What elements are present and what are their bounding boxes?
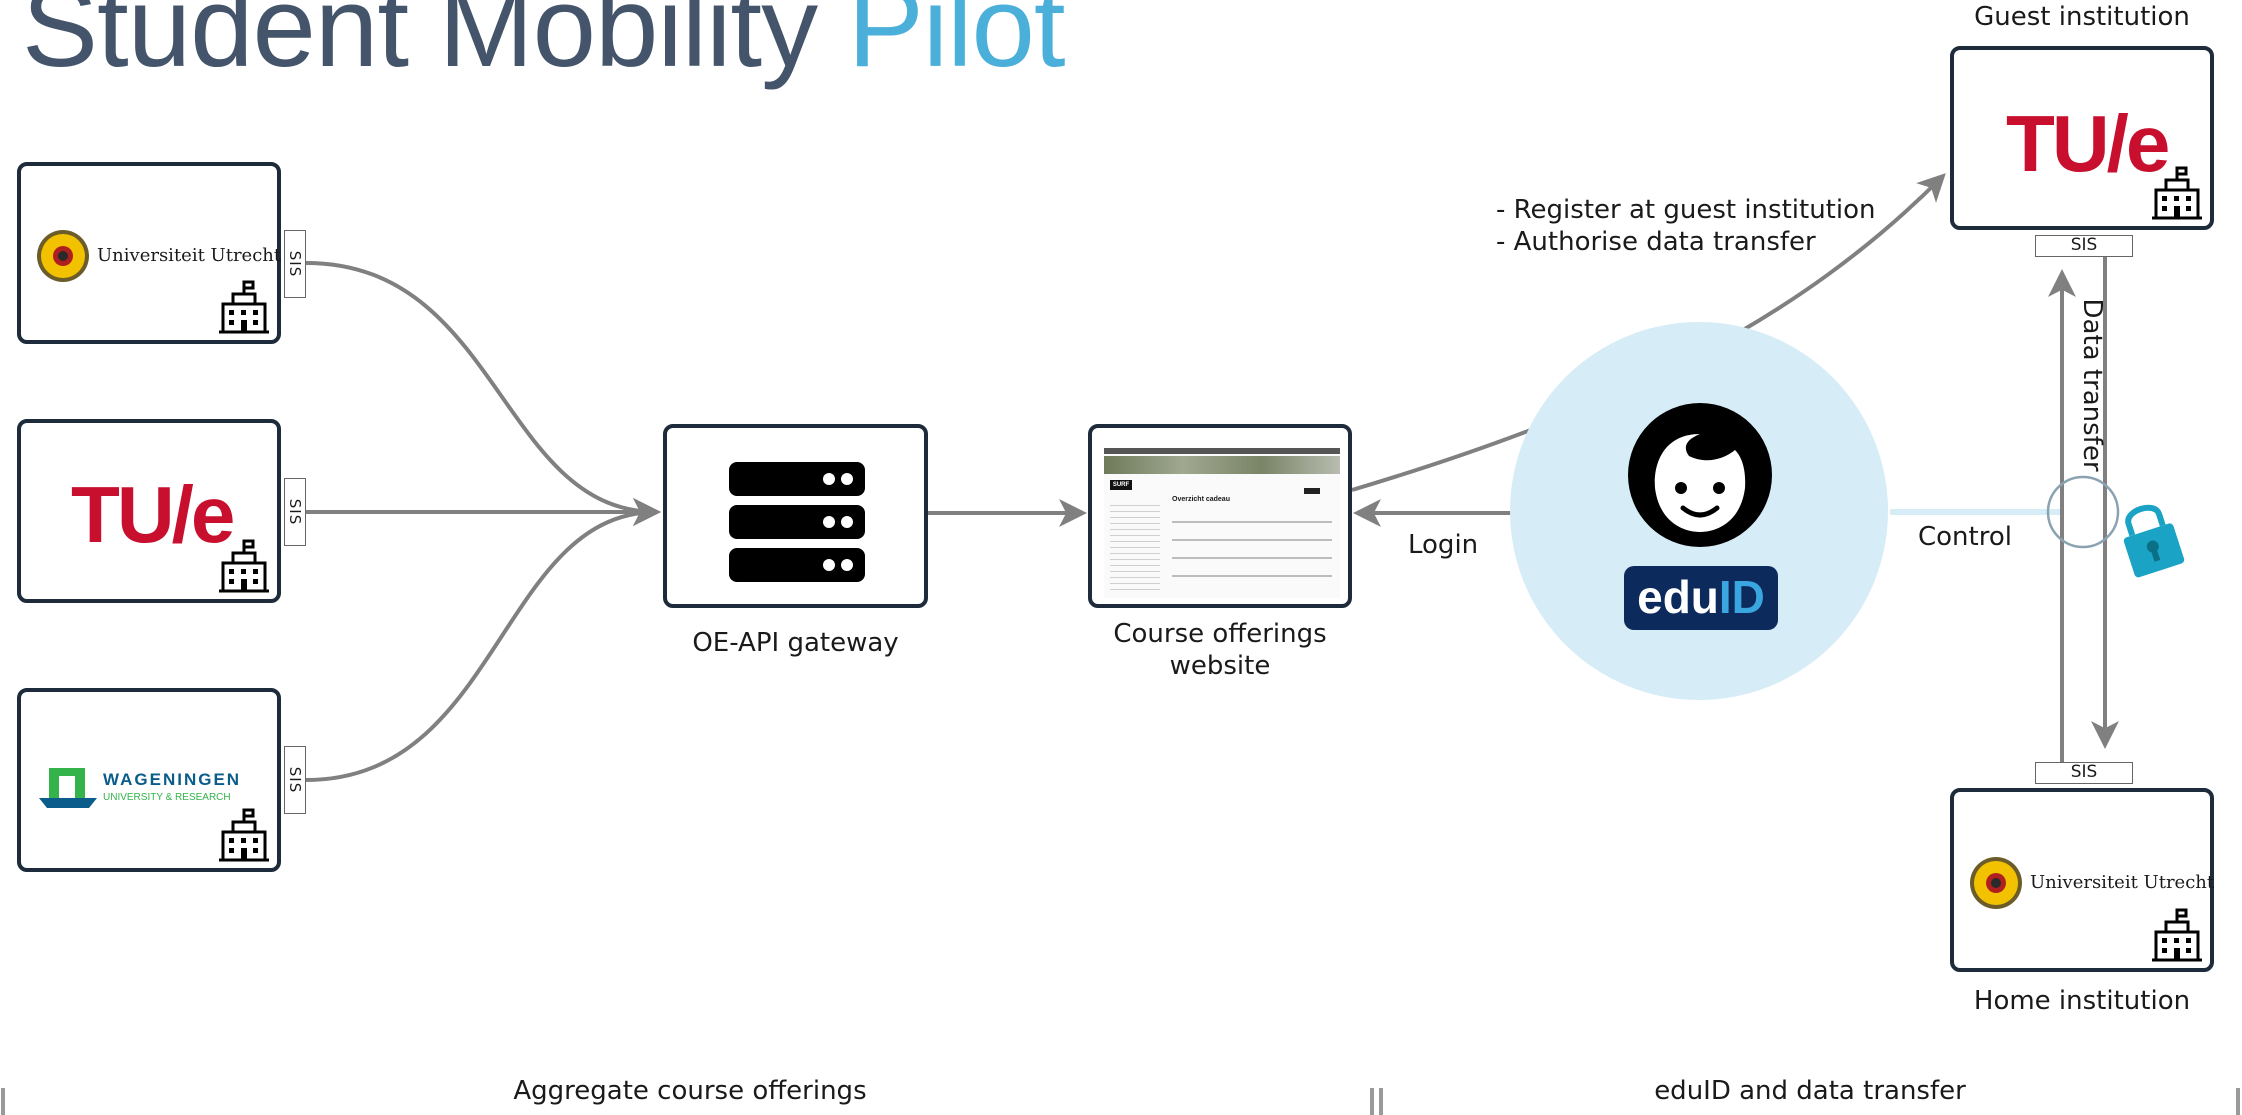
data-transfer-label: Data transfer	[2077, 298, 2107, 472]
thumbnail-heading: Overzicht cadeau	[1172, 496, 1230, 503]
uu-sun-logo-icon	[37, 230, 89, 282]
building-icon	[219, 808, 269, 862]
section-divider-left	[1, 1088, 5, 1115]
surf-logo: SURF	[1110, 480, 1132, 490]
sis-tag-wur: SIS	[284, 746, 306, 814]
tue-logo: TU/e	[71, 470, 235, 559]
building-icon	[219, 280, 269, 334]
building-icon	[2152, 908, 2202, 962]
gateway-box	[663, 424, 928, 608]
building-icon	[2152, 166, 2202, 220]
section-caption-left: Aggregate course offerings	[513, 1076, 867, 1106]
sis-tag-tue: SIS	[284, 478, 306, 546]
website-thumbnail: SURF Overzicht cadeau	[1104, 448, 1340, 598]
website-box: SURF Overzicht cadeau	[1088, 424, 1352, 608]
guest-tue-logo: TU/e	[2006, 99, 2170, 188]
section-divider-mid-b	[1379, 1088, 1383, 1115]
control-ring	[2046, 475, 2120, 549]
guest-institution-box: TU/e	[1950, 46, 2214, 230]
user-face-icon	[1628, 403, 1772, 547]
gateway-label: OE-API gateway	[692, 628, 899, 658]
server-icon	[729, 462, 865, 582]
title-accent: Pilot	[847, 0, 1066, 91]
guest-label: Guest institution	[1974, 2, 2190, 32]
control-label: Control	[1918, 522, 2012, 552]
eduid-logo-edu: edu	[1637, 571, 1719, 623]
home-label: Home institution	[1973, 986, 2191, 1016]
eduid-logo: eduID	[1624, 566, 1778, 630]
login-label: Login	[1408, 530, 1479, 560]
section-divider-right	[2236, 1088, 2240, 1115]
sis-tag-guest: SIS	[2035, 235, 2133, 257]
section-divider-mid-a	[1370, 1088, 1374, 1115]
uu-sun-logo-icon	[1970, 857, 2022, 909]
institution-wur-box: WAGENINGEN UNIVERSITY & RESEARCH	[17, 688, 281, 872]
wur-name: WAGENINGEN	[103, 770, 242, 789]
lock-icon	[2123, 504, 2185, 578]
wur-subname: UNIVERSITY & RESEARCH	[103, 792, 231, 803]
arrow-uu-to-gateway	[305, 261, 661, 526]
section-caption-right: eduID and data transfer	[1654, 1076, 1966, 1106]
sis-tag-home: SIS	[2035, 762, 2133, 784]
uu-name: Universiteit Utrecht	[97, 245, 282, 266]
home-institution-box: Universiteit Utrecht	[1950, 788, 2214, 972]
eduid-logo-id: ID	[1718, 571, 1765, 623]
arrow-wur-to-gateway	[305, 498, 661, 782]
registration-notes: - Register at guest institution - Author…	[1496, 195, 1876, 257]
institution-tue-box: TU/e	[17, 419, 281, 603]
wur-logo-icon	[39, 768, 97, 808]
building-icon	[219, 539, 269, 593]
institution-uu-box: Universiteit Utrecht	[17, 162, 281, 344]
sis-tag-uu: SIS	[284, 230, 306, 298]
title-main: Student Mobility	[22, 0, 818, 91]
home-uu-name: Universiteit Utrecht	[2030, 872, 2215, 893]
page-title: Student Mobility Pilot	[22, 0, 1066, 93]
